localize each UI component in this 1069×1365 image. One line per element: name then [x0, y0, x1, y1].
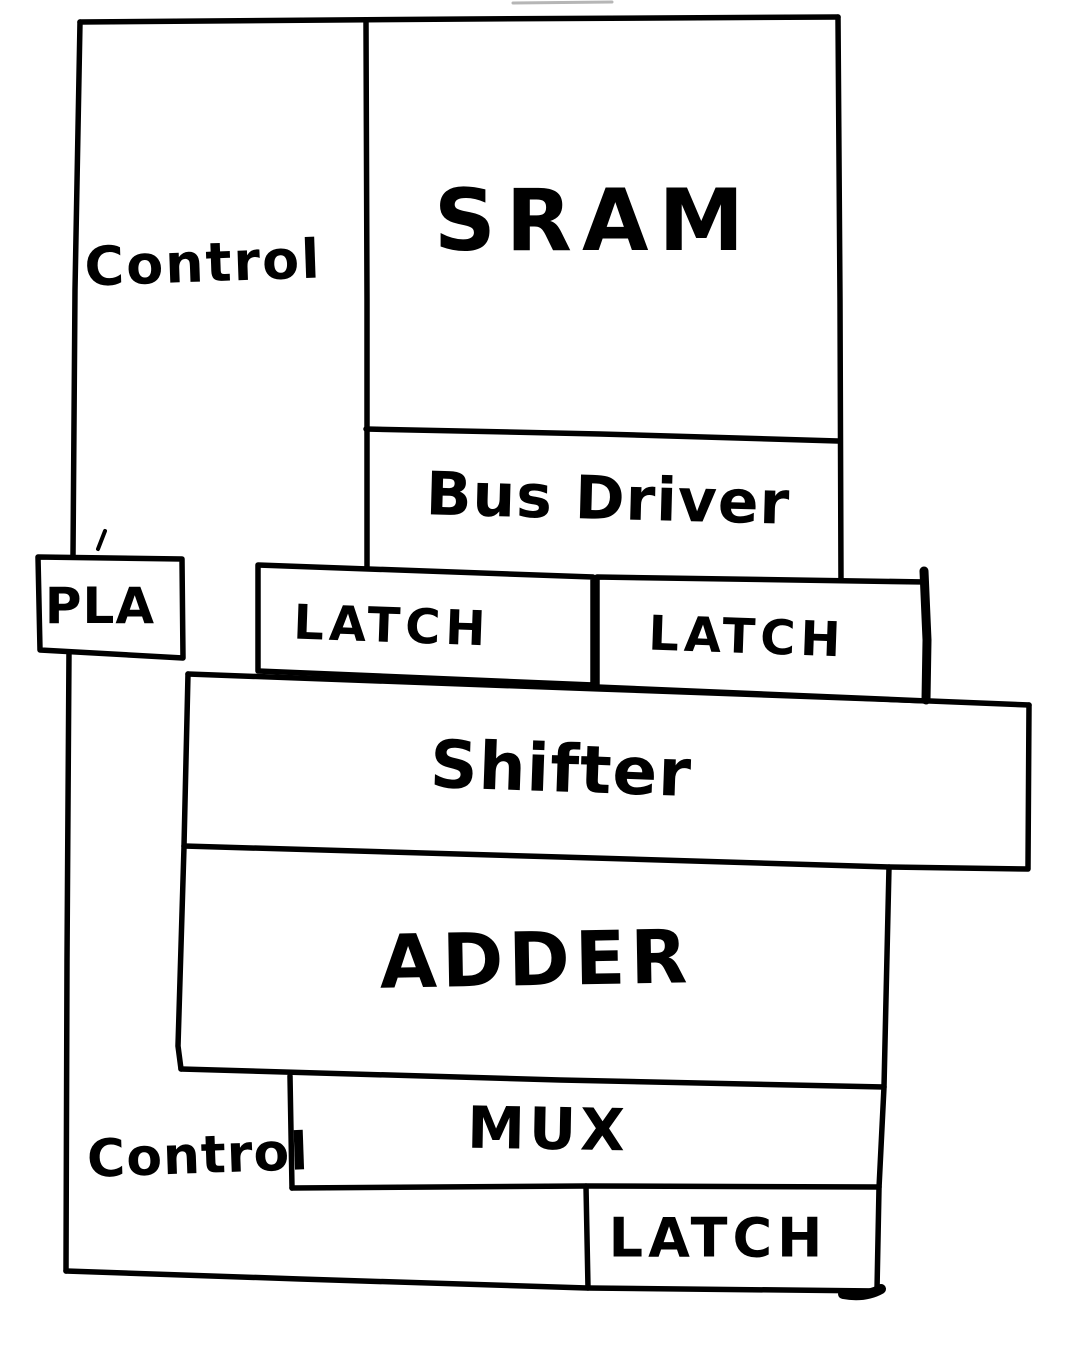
mux-left-edge: [287, 1073, 295, 1191]
pla-box: [35, 554, 186, 661]
adder-left-edge: [175, 844, 187, 1072]
outer-top-edge: [77, 14, 841, 25]
latch-right-block: [594, 566, 932, 705]
sram-busdriver-divider: [363, 426, 841, 444]
adder-mux-shared-edge: [178, 1066, 887, 1090]
shifter-left-edge: [181, 671, 191, 849]
pen-hook-stroke: [838, 1284, 886, 1301]
latch-bottom-label: LATCH: [609, 1207, 828, 1270]
faint-top-sliver-line: [511, 0, 614, 5]
bus-driver-label: Bus Driver: [425, 459, 791, 539]
latch-left-box: [255, 562, 596, 688]
adder-label: ADDER: [379, 914, 693, 1005]
stray-tick-mark: [96, 529, 107, 551]
control-top-label: Control: [83, 227, 322, 298]
outer-bottom-edge: [63, 1268, 590, 1291]
control-sram-divider: [363, 19, 370, 570]
latch-right-double-stroke: [919, 566, 932, 705]
shifter-right-edge: [1025, 702, 1032, 871]
latch-bottom-bottom-edge: [585, 1285, 880, 1294]
right-lower-edge: [874, 864, 892, 1293]
latch-left-label: LATCH: [293, 595, 492, 658]
latch-left-block: [255, 562, 596, 688]
control-bottom-label: Control: [86, 1122, 310, 1190]
shifter-label: Shifter: [429, 726, 693, 812]
latch-bottom-left-edge: [583, 1183, 591, 1291]
sram-right-edge: [835, 14, 844, 586]
shifter-adder-shared-edge: [181, 843, 1031, 872]
sram-label: SRAM: [434, 171, 754, 271]
pla-label: PLA: [45, 577, 155, 635]
pla-block: [35, 554, 186, 661]
mux-label: MUX: [467, 1094, 630, 1165]
latch-right-label: LATCH: [648, 606, 847, 669]
